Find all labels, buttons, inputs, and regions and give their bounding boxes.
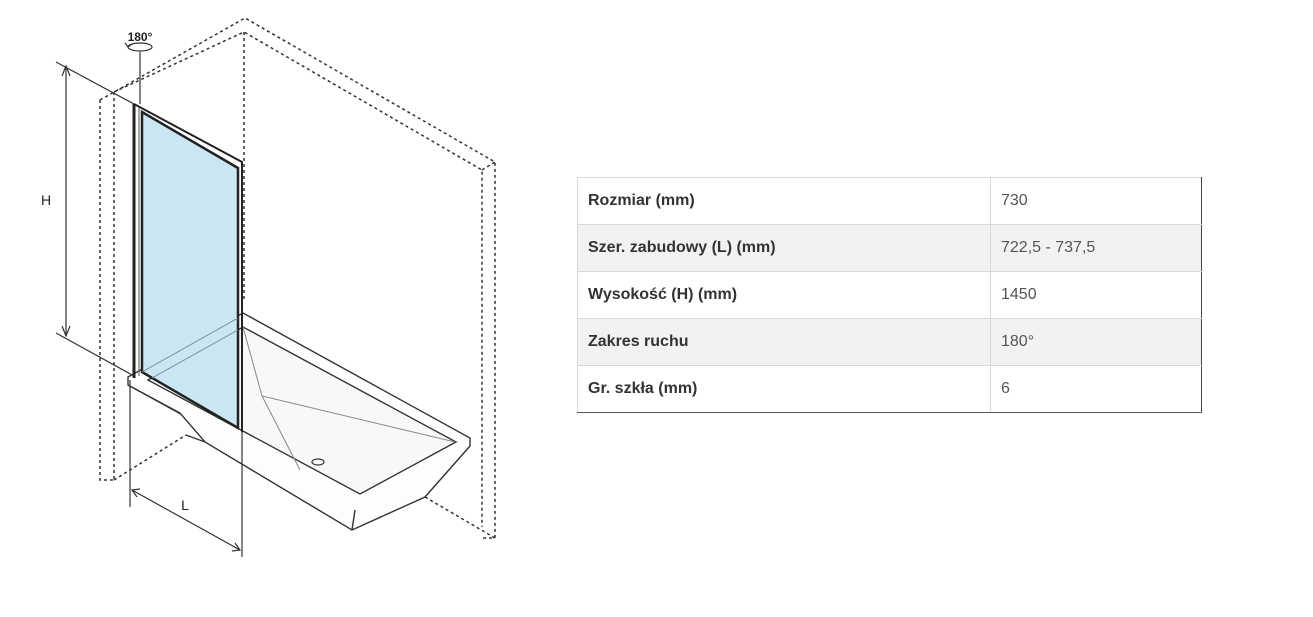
back-wall — [99, 17, 496, 539]
spec-label-height: Wysokość (H) (mm) — [577, 271, 991, 319]
spec-value-width: 722,5 - 737,5 — [990, 224, 1202, 272]
width-label: L — [181, 497, 189, 513]
spec-label-rotation: Zakres ruchu — [577, 318, 991, 366]
glass-panel — [132, 103, 243, 432]
spec-value-size: 730 — [990, 177, 1202, 225]
table-row: Rozmiar (mm) 730 — [577, 177, 1202, 225]
table-row: Szer. zabudowy (L) (mm) 722,5 - 737,5 — [577, 224, 1202, 272]
rotation-label: 180° — [128, 30, 153, 44]
spec-label-size: Rozmiar (mm) — [577, 177, 991, 225]
spec-table: Rozmiar (mm) 730 Szer. zabudowy (L) (mm)… — [577, 177, 1202, 413]
height-label: H — [41, 192, 51, 208]
rotation-indicator: 180° — [124, 30, 153, 104]
spec-label-glass: Gr. szkła (mm) — [577, 365, 991, 413]
bath-screen-diagram: 180° H L — [41, 17, 496, 557]
table-row: Gr. szkła (mm) 6 — [577, 365, 1202, 413]
spec-value-rotation: 180° — [990, 318, 1202, 366]
spec-value-glass: 6 — [990, 365, 1202, 413]
spec-label-width: Szer. zabudowy (L) (mm) — [577, 224, 991, 272]
width-dimension — [129, 380, 243, 557]
side-wall — [99, 92, 496, 539]
height-dimension — [55, 61, 135, 377]
table-row: Wysokość (H) (mm) 1450 — [577, 271, 1202, 319]
table-row: Zakres ruchu 180° — [577, 318, 1202, 366]
spec-value-height: 1450 — [990, 271, 1202, 319]
